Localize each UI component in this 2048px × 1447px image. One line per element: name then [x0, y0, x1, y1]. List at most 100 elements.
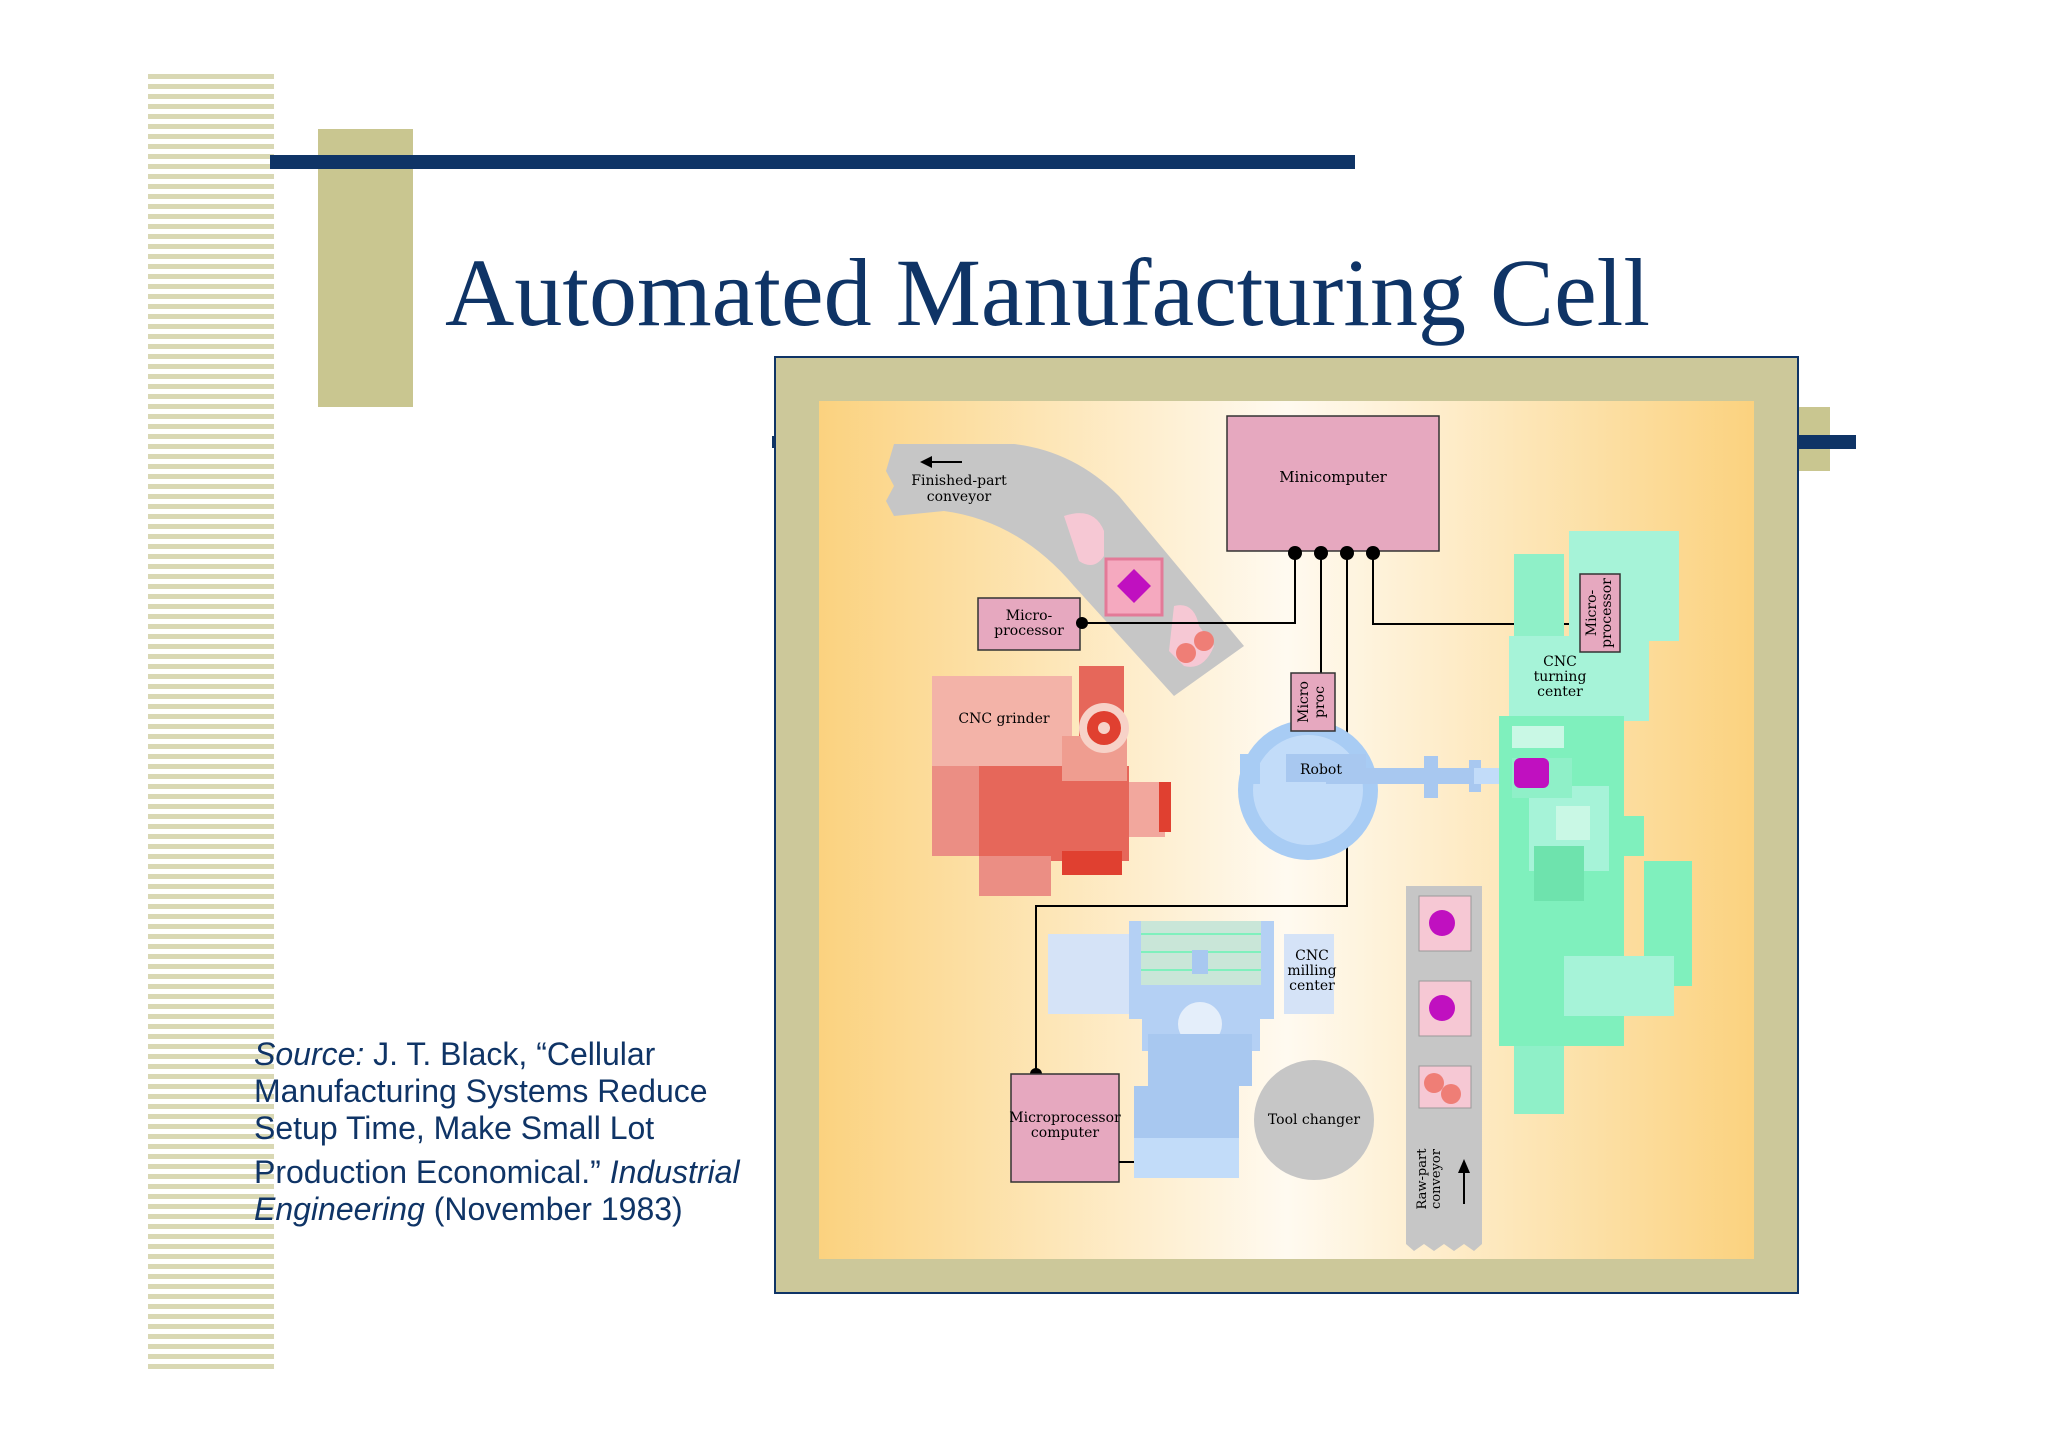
stripe [148, 1104, 274, 1109]
stripe [148, 904, 274, 909]
stripe [148, 1094, 274, 1099]
stripe [148, 464, 274, 469]
label-cnc-milling-3: center [1289, 978, 1335, 994]
stripe [148, 1054, 274, 1059]
stripe [148, 434, 274, 439]
grinder-foot [979, 856, 1051, 896]
stripe [148, 644, 274, 649]
stripe [148, 114, 274, 119]
label-microprocessor-right-2: processor [1599, 578, 1615, 648]
label-tool-changer: Tool changer [1268, 1112, 1361, 1128]
label-finished-conveyor-1: Finished-part [911, 473, 1007, 489]
source-journal-1: Industrial [609, 1154, 740, 1190]
stripe [148, 1044, 274, 1049]
stripe [148, 824, 274, 829]
stripe [148, 924, 274, 929]
robot-pad-left [1240, 754, 1260, 784]
stripe [148, 1224, 274, 1229]
source-label: Source: [254, 1036, 365, 1072]
wire-right-microprocessor [1372, 553, 1579, 625]
slide-title: Automated Manufacturing Cell [445, 239, 1651, 346]
stripe [148, 744, 274, 749]
stripe [148, 614, 274, 619]
stripe [148, 394, 274, 399]
manufacturing-cell-diagram: Finished-part conveyor Minicomputer Micr… [774, 356, 1799, 1294]
stripe [148, 84, 274, 89]
stripe [148, 174, 274, 179]
stripe [148, 1144, 274, 1149]
stripe [148, 304, 274, 309]
stripe [148, 1074, 274, 1079]
milling-base [1134, 1086, 1239, 1138]
stripe [148, 654, 274, 659]
minicomputer-box [1226, 415, 1440, 552]
label-robot: Robot [1300, 762, 1342, 778]
stripe [148, 444, 274, 449]
stripe [148, 344, 274, 349]
stripe [148, 854, 274, 859]
robot-arm [1326, 768, 1496, 784]
grinder-body [979, 766, 1129, 861]
milling-column [1148, 1034, 1252, 1086]
stripe [148, 194, 274, 199]
turning-spindle [1512, 726, 1564, 748]
stripe [148, 204, 274, 209]
stripe [148, 594, 274, 599]
stripe [148, 504, 274, 509]
source-citation: Source: J. T. Black, “Cellular Manufactu… [254, 1036, 794, 1228]
stripe [148, 564, 274, 569]
right-rule [1780, 435, 1856, 449]
source-line-4: Production Economical.” Industrial [254, 1154, 794, 1191]
raw-part-3-dot-2 [1441, 1084, 1461, 1104]
stripe [148, 544, 274, 549]
stripe [148, 214, 274, 219]
stripe [148, 424, 274, 429]
stripe [148, 264, 274, 269]
microprocessor-right-box [1579, 573, 1621, 653]
stripe [148, 1344, 274, 1349]
raw-part-1-dot [1429, 910, 1455, 936]
turning-chuck [1556, 806, 1590, 840]
title-rule [270, 155, 1355, 169]
port-6 [1076, 617, 1088, 629]
source-line-5: Engineering (November 1983) [254, 1191, 794, 1228]
raw-part-3-dot-1 [1424, 1073, 1444, 1093]
stripe [148, 764, 274, 769]
stripe [148, 184, 274, 189]
stripe [148, 534, 274, 539]
stripe [148, 1354, 274, 1359]
source-line-2: Manufacturing Systems Reduce [254, 1073, 708, 1109]
source-text-1: J. T. Black, “Cellular [364, 1036, 656, 1072]
milling-table-right [1284, 934, 1334, 1014]
robot-joint-1 [1424, 756, 1438, 798]
stripe [148, 784, 274, 789]
label-micro-proc-1: Micro [1296, 681, 1312, 723]
stripe [148, 1174, 274, 1179]
stripe [148, 494, 274, 499]
label-finished-conveyor-2: conveyor [927, 489, 992, 505]
stripe [148, 1284, 274, 1289]
stripe [148, 74, 274, 79]
stripe [148, 724, 274, 729]
stripe [148, 1184, 274, 1189]
stripe [148, 404, 274, 409]
stripe [148, 1324, 274, 1329]
microprocessor-computer-box [1010, 1073, 1120, 1183]
milling-spindle [1192, 950, 1208, 974]
stripe [148, 244, 274, 249]
label-microprocessor-top-1: Micro- [1006, 608, 1053, 624]
wire-top-microprocessor [1084, 553, 1296, 624]
stripe [148, 1304, 274, 1309]
stripe [148, 154, 274, 159]
stripe [148, 1084, 274, 1089]
stripe [148, 804, 274, 809]
grinder-base [1062, 851, 1122, 875]
stripe [148, 684, 274, 689]
stripe [148, 1234, 274, 1239]
stripe [148, 894, 274, 899]
stripe [148, 704, 274, 709]
stripe [148, 1294, 274, 1299]
part-circle-1 [1176, 643, 1196, 663]
stripe [148, 954, 274, 959]
stripe [148, 484, 274, 489]
